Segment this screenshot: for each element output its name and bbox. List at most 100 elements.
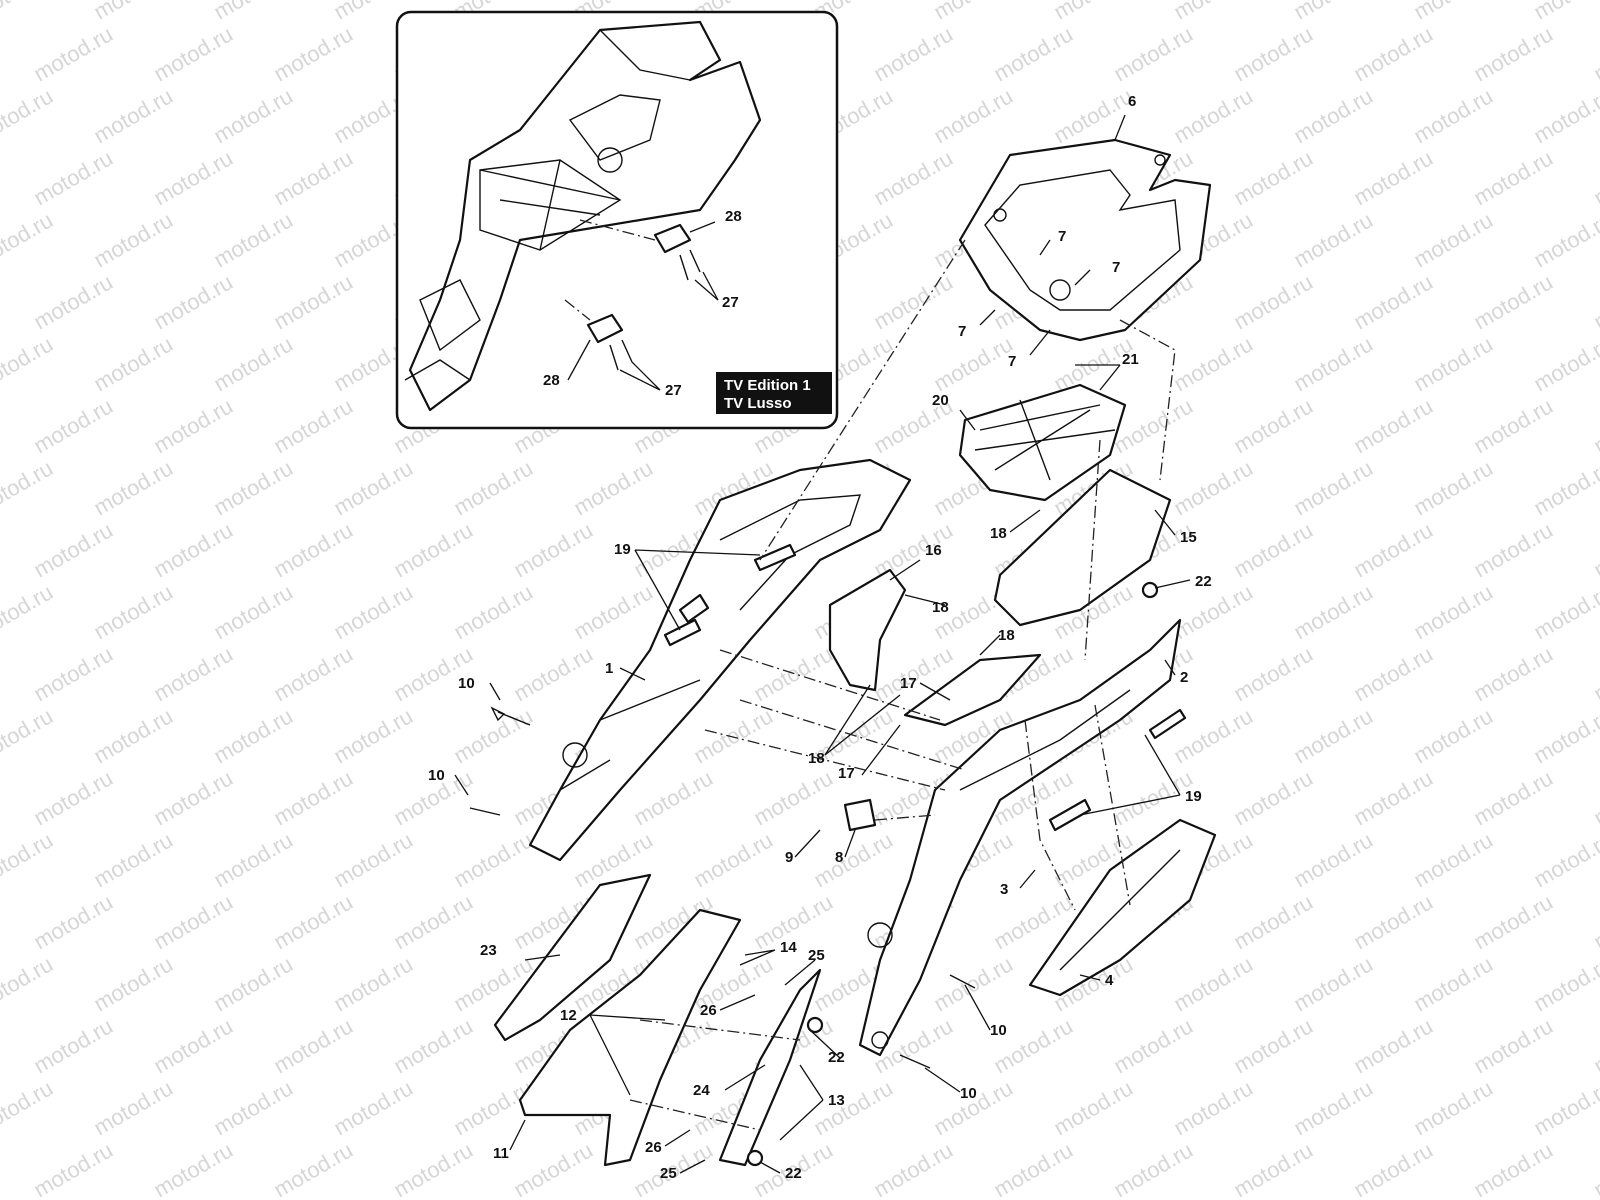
callout-28-b: 28 [543,372,560,389]
watermark-text: motod.ru [1409,827,1497,892]
callout-9: 9 [785,849,793,866]
side-cover-part-23 [493,873,652,1042]
watermark-text: motod.ru [29,889,117,954]
watermark-text: motod.ru [1589,21,1600,86]
subframe-part-1 [528,458,912,862]
watermark-text: motod.ru [1469,1013,1557,1078]
watermark-text: motod.ru [449,579,537,644]
watermark-text: motod.ru [89,83,177,148]
pad-28-upper [653,223,692,254]
watermark-text: motod.ru [1109,1013,1197,1078]
callout-2: 2 [1180,669,1188,686]
watermark-text: motod.ru [149,641,237,706]
watermark-text: motod.ru [149,269,237,334]
watermark-text: motod.ru [1049,1075,1137,1140]
callout-26-a: 26 [700,1002,717,1019]
watermark-text: motod.ru [389,1013,477,1078]
watermark-text: motod.ru [1409,331,1497,396]
watermark-text: motod.ru [1169,951,1257,1016]
watermark-text: motod.ru [1529,207,1600,272]
watermark-text: motod.ru [29,21,117,86]
watermark-text: motod.ru [1529,579,1600,644]
grommet-22-a [1141,581,1159,599]
watermark-text: motod.ru [209,827,297,892]
watermark-text: motod.ru [1229,517,1317,582]
callout-16: 16 [925,542,942,559]
callout-7-c: 7 [958,323,966,340]
badge-part-19-c [1148,708,1187,740]
watermark-text: motod.ru [1349,641,1437,706]
watermark-text: motod.ru [269,641,357,706]
watermark-text: motod.ru [1349,889,1437,954]
inset-frame-drawing [404,20,762,412]
watermark-text: motod.ru [809,1075,897,1140]
watermark-text: motod.ru [209,951,297,1016]
watermark-text: motod.ru [1289,0,1377,24]
watermark-text: motod.ru [149,145,237,210]
watermark-text: motod.ru [1289,455,1377,520]
callout-7-b: 7 [1112,259,1120,276]
watermark-text: motod.ru [1229,393,1317,458]
watermark-text: motod.ru [1409,703,1497,768]
watermark-text: motod.ru [449,455,537,520]
watermark-text: motod.ru [29,393,117,458]
watermark-text: motod.ru [269,517,357,582]
watermark-text: motod.ru [1589,1137,1600,1200]
callout-10-b: 10 [428,767,445,784]
watermark-text: motod.ru [389,889,477,954]
callout-14: 14 [780,939,797,956]
watermark-text: motod.ru [329,1075,417,1140]
watermark-text: motod.ru [1349,765,1437,830]
watermark-text: motod.ru [29,145,117,210]
callout-20: 20 [932,392,949,409]
watermark-text: motod.ru [89,703,177,768]
callout-22-c: 22 [785,1165,802,1182]
watermark-text: motod.ru [629,765,717,830]
watermark-text: motod.ru [1289,331,1377,396]
watermark-text: motod.ru [209,455,297,520]
watermark-text: motod.ru [89,455,177,520]
watermark-text: motod.ru [0,951,57,1016]
watermark-text: motod.ru [989,21,1077,86]
watermark-text: motod.ru [929,83,1017,148]
watermark-text: motod.ru [0,331,57,396]
strip-part-24 [718,968,822,1167]
watermark-text: motod.ru [689,827,777,892]
watermark-text: motod.ru [509,641,597,706]
watermark-text: motod.ru [1529,83,1600,148]
callout-labels: 6 7 7 7 7 21 20 15 18 22 16 18 18 19 1 1… [428,93,1212,1182]
watermark-text: motod.ru [1529,827,1600,892]
callout-27-b: 27 [665,382,682,399]
callout-18-d: 18 [808,750,825,767]
side-rail-part-2 [858,618,1182,1057]
bracket-part-16 [828,568,907,692]
watermark-text: motod.ru [1589,889,1600,954]
watermark-text: motod.ru [29,765,117,830]
watermark-text: motod.ru [149,517,237,582]
edition-badge-line1: TV Edition 1 [724,377,811,394]
badge-part-19-d [1048,798,1092,832]
callout-1: 1 [605,660,613,677]
callout-4: 4 [1105,972,1114,989]
watermark-text: motod.ru [29,1137,117,1200]
callout-18-b: 18 [932,599,949,616]
watermark-text: motod.ru [329,951,417,1016]
watermark-text: motod.ru [0,207,57,272]
watermark-text: motod.ru [1289,1075,1377,1140]
watermark-text: motod.ru [1529,951,1600,1016]
watermark-text: motod.ru [869,269,957,334]
watermark-text: motod.ru [569,579,657,644]
badge-part-19-a [753,543,797,572]
watermark-text: motod.ru [1469,1137,1557,1200]
watermark-text: motod.ru [1589,393,1600,458]
callout-11: 11 [493,1145,509,1162]
watermark-text: motod.ru [449,827,537,892]
callout-18-a: 18 [990,525,1007,542]
watermark-text: motod.ru [269,145,357,210]
watermark-text: motod.ru [1469,765,1557,830]
watermark-text: motod.ru [1289,579,1377,644]
watermark-text: motod.ru [1229,269,1317,334]
edition-badge-line2: TV Lusso [724,395,792,412]
watermark-text: motod.ru [1589,269,1600,334]
callout-15: 15 [1180,529,1197,546]
